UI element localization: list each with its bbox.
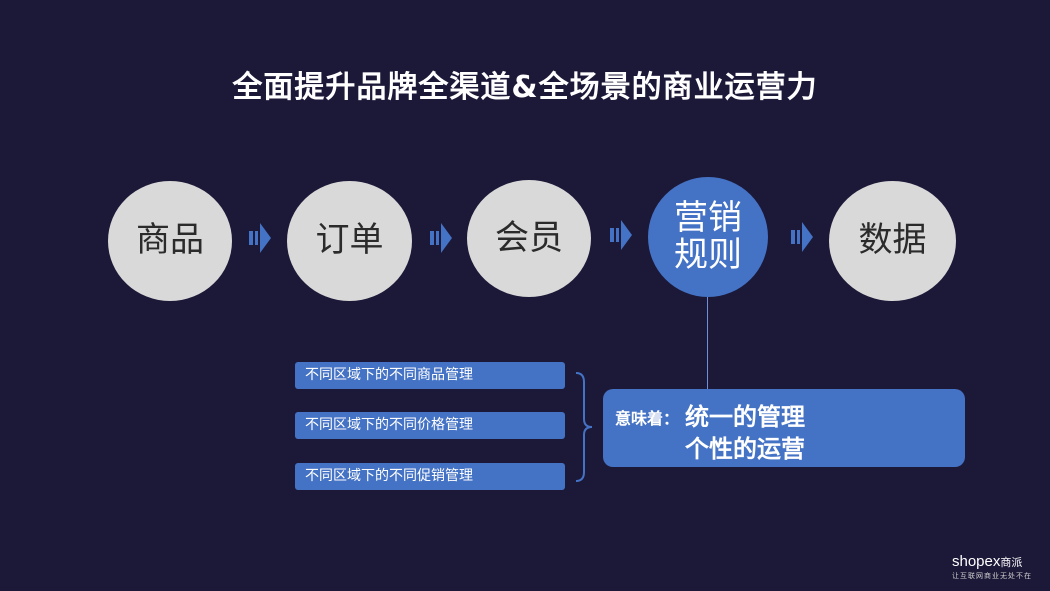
arrow-icon bbox=[430, 223, 452, 253]
step-label-line2: 规则 bbox=[674, 235, 742, 275]
step-products: 商品 bbox=[108, 181, 232, 301]
detail-item-prices: 不同区域下的不同价格管理 bbox=[295, 412, 565, 439]
step-label: 订单 bbox=[315, 220, 384, 261]
meaning-label: 意味着： bbox=[615, 409, 680, 428]
connector-line bbox=[707, 297, 708, 392]
page-title: 全面提升品牌全渠道&全场景的商业运营力 bbox=[232, 70, 818, 105]
meaning-line-unified: 统一的管理 bbox=[685, 403, 805, 431]
step-label-line1: 营销 bbox=[674, 197, 742, 238]
step-members: 会员 bbox=[467, 180, 591, 297]
detail-item-promotions: 不同区域下的不同促销管理 bbox=[295, 463, 565, 490]
logo-brand-cn: 商派 bbox=[1000, 556, 1023, 569]
arrow-icon bbox=[610, 220, 632, 250]
bracket-icon bbox=[575, 372, 593, 482]
logo-brand: shopex bbox=[952, 553, 1001, 570]
arrow-icon bbox=[791, 222, 813, 252]
meaning-line-personalized: 个性的运营 bbox=[685, 435, 805, 463]
meaning-box: 意味着： 统一的管理 个性的运营 bbox=[603, 389, 965, 467]
step-label: 商品 bbox=[136, 220, 204, 261]
logo-tagline: 让互联网商业无处不在 bbox=[952, 572, 1032, 580]
step-label: 会员 bbox=[495, 217, 563, 258]
step-label: 数据 bbox=[858, 220, 927, 261]
step-data: 数据 bbox=[829, 181, 956, 301]
brand-logo: shopex商派 让互联网商业无处不在 bbox=[952, 551, 1042, 581]
step-orders: 订单 bbox=[287, 181, 412, 301]
step-marketing-rules: 营销 规则 bbox=[648, 177, 768, 297]
detail-item-products: 不同区域下的不同商品管理 bbox=[295, 362, 565, 389]
arrow-icon bbox=[249, 223, 271, 253]
